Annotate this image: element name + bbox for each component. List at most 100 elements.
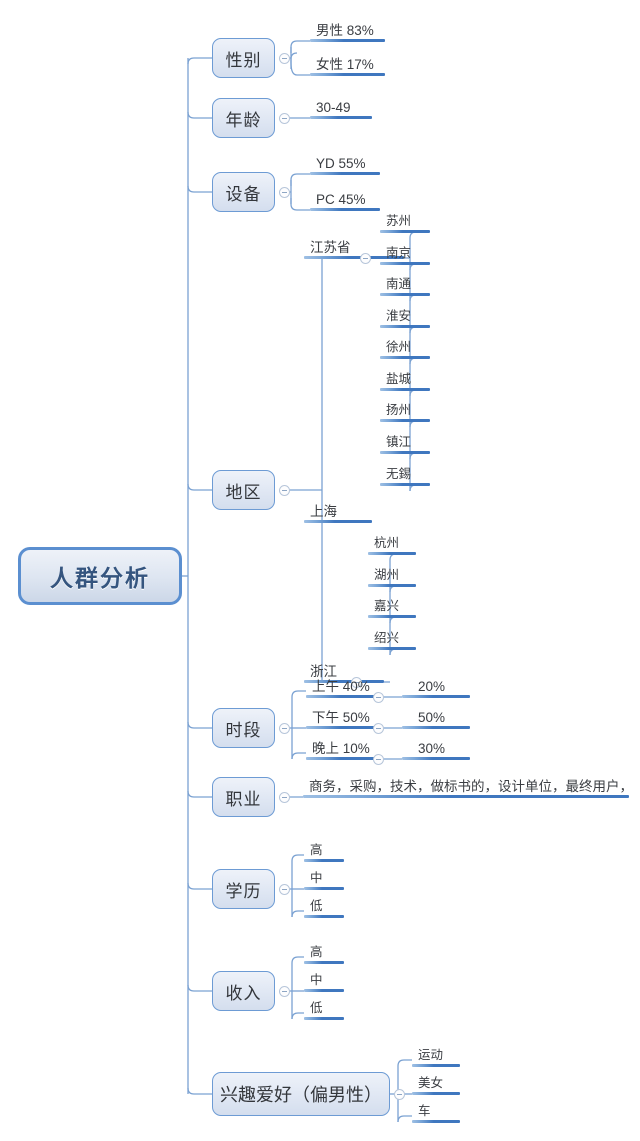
leaf-label: 江苏省 — [310, 240, 351, 255]
leaf-city-wuxi[interactable]: 无錫 — [380, 462, 430, 486]
leaf-income-high[interactable]: 高 — [304, 940, 344, 964]
leaf-label: 上海 — [310, 504, 337, 519]
leaf-city-hangzhou[interactable]: 杭州 — [368, 531, 416, 555]
leaf-city-huzhou[interactable]: 湖州 — [368, 563, 416, 587]
collapse-toggle-icon-jiangsu[interactable] — [360, 253, 371, 264]
leaf-city-huaian[interactable]: 淮安 — [380, 304, 430, 328]
leaf-label: 苏州 — [386, 214, 412, 228]
collapse-toggle-icon-education[interactable] — [279, 884, 290, 895]
leaf-underline — [402, 757, 470, 760]
leaf-region-zhejiang[interactable]: 浙江 — [304, 659, 384, 683]
collapse-toggle-icon-age[interactable] — [279, 113, 290, 124]
branch-node-interests[interactable]: 兴趣爱好（偏男性） — [212, 1072, 390, 1116]
leaf-timeslot-afternoon-value[interactable]: 50% — [402, 705, 470, 729]
leaf-timeslot-morning[interactable]: 上午 40% — [306, 674, 383, 698]
leaf-city-suzhou[interactable]: 苏州 — [380, 209, 430, 233]
root-node[interactable]: 人群分析 — [18, 547, 182, 605]
leaf-label: 晚上 10% — [312, 741, 370, 756]
leaf-occupation-list[interactable]: 商务，采购，技术，做标书的，设计单位，最终用户， — [303, 774, 633, 798]
collapse-toggle-icon-device[interactable] — [279, 187, 290, 198]
branch-node-gender[interactable]: 性别 — [212, 38, 275, 78]
leaf-gender-male[interactable]: 男性 83% — [310, 18, 385, 42]
leaf-city-nantong[interactable]: 南通 — [380, 272, 430, 296]
leaf-label: 下午 50% — [312, 710, 370, 725]
leaf-region-jiangsu[interactable]: 江苏省 — [304, 235, 404, 259]
collapse-toggle-icon-occupation[interactable] — [279, 792, 290, 803]
leaf-label: 中 — [310, 871, 323, 885]
collapse-toggle-icon-zhejiang[interactable] — [351, 677, 362, 688]
leaf-education-medium[interactable]: 中 — [304, 866, 344, 890]
leaf-underline — [304, 680, 384, 683]
leaf-city-shaoxing[interactable]: 绍兴 — [368, 626, 416, 650]
leaf-label: PC 45% — [316, 192, 366, 207]
leaf-underline — [304, 256, 404, 259]
leaf-gender-female[interactable]: 女性 17% — [310, 52, 385, 76]
leaf-label: 上午 40% — [312, 679, 370, 694]
branch-node-region[interactable]: 地区 — [212, 470, 275, 510]
leaf-label: 高 — [310, 945, 323, 959]
collapse-toggle-icon-income[interactable] — [279, 986, 290, 997]
leaf-underline — [368, 552, 416, 555]
leaf-underline — [380, 451, 430, 454]
leaf-underline — [304, 859, 344, 862]
leaf-underline — [402, 726, 470, 729]
branch-node-device[interactable]: 设备 — [212, 172, 275, 212]
branch-node-age[interactable]: 年龄 — [212, 98, 275, 138]
leaf-education-low[interactable]: 低 — [304, 894, 344, 918]
leaf-underline — [310, 73, 385, 76]
leaf-income-medium[interactable]: 中 — [304, 968, 344, 992]
leaf-underline — [304, 961, 344, 964]
leaf-region-shanghai[interactable]: 上海 — [304, 499, 372, 523]
leaf-interest-cars[interactable]: 车 — [412, 1099, 460, 1123]
leaf-label: 镇江 — [386, 435, 412, 449]
leaf-timeslot-morning-value[interactable]: 20% — [402, 674, 470, 698]
leaf-underline — [380, 262, 430, 265]
leaf-underline — [368, 584, 416, 587]
leaf-education-high[interactable]: 高 — [304, 838, 344, 862]
leaf-interest-beauty[interactable]: 美女 — [412, 1071, 460, 1095]
leaf-label: 高 — [310, 843, 323, 857]
leaf-label: 盐城 — [386, 372, 412, 386]
leaf-underline — [368, 615, 416, 618]
leaf-label: 商务，采购，技术，做标书的，设计单位，最终用户， — [309, 779, 633, 794]
leaf-underline — [303, 795, 629, 798]
leaf-underline — [380, 483, 430, 486]
branch-node-income[interactable]: 收入 — [212, 971, 275, 1011]
collapse-toggle-icon-gender[interactable] — [279, 53, 290, 64]
leaf-device-mobile[interactable]: YD 55% — [310, 151, 380, 175]
leaf-label: 扬州 — [386, 403, 412, 417]
leaf-underline — [412, 1064, 460, 1067]
leaf-timeslot-evening-value[interactable]: 30% — [402, 736, 470, 760]
leaf-city-yancheng[interactable]: 盐城 — [380, 367, 430, 391]
leaf-underline — [306, 726, 383, 729]
collapse-toggle-icon-afternoon[interactable] — [373, 723, 384, 734]
leaf-city-jiaxing[interactable]: 嘉兴 — [368, 594, 416, 618]
leaf-timeslot-evening[interactable]: 晚上 10% — [306, 736, 383, 760]
collapse-toggle-icon-evening[interactable] — [373, 754, 384, 765]
leaf-label: YD 55% — [316, 156, 366, 171]
leaf-underline — [368, 647, 416, 650]
leaf-city-yangzhou[interactable]: 扬州 — [380, 398, 430, 422]
leaf-interest-sports[interactable]: 运动 — [412, 1043, 460, 1067]
collapse-toggle-icon-interests[interactable] — [394, 1089, 405, 1100]
leaf-underline — [380, 325, 430, 328]
leaf-underline — [304, 989, 344, 992]
leaf-city-xuzhou[interactable]: 徐州 — [380, 335, 430, 359]
leaf-age-range[interactable]: 30-49 — [310, 95, 372, 119]
leaf-city-zhenjiang[interactable]: 镇江 — [380, 430, 430, 454]
leaf-timeslot-afternoon[interactable]: 下午 50% — [306, 705, 383, 729]
leaf-underline — [380, 419, 430, 422]
branch-node-occupation[interactable]: 职业 — [212, 777, 275, 817]
leaf-underline — [380, 230, 430, 233]
branch-node-education[interactable]: 学历 — [212, 869, 275, 909]
collapse-toggle-icon-timeslot[interactable] — [279, 723, 290, 734]
leaf-underline — [310, 39, 385, 42]
leaf-device-pc[interactable]: PC 45% — [310, 187, 380, 211]
leaf-income-low[interactable]: 低 — [304, 996, 344, 1020]
collapse-toggle-icon-region[interactable] — [279, 485, 290, 496]
collapse-toggle-icon-morning[interactable] — [373, 692, 384, 703]
leaf-label: 低 — [310, 899, 323, 913]
branch-node-timeslot[interactable]: 时段 — [212, 708, 275, 748]
leaf-city-nanjing[interactable]: 南京 — [380, 241, 430, 265]
